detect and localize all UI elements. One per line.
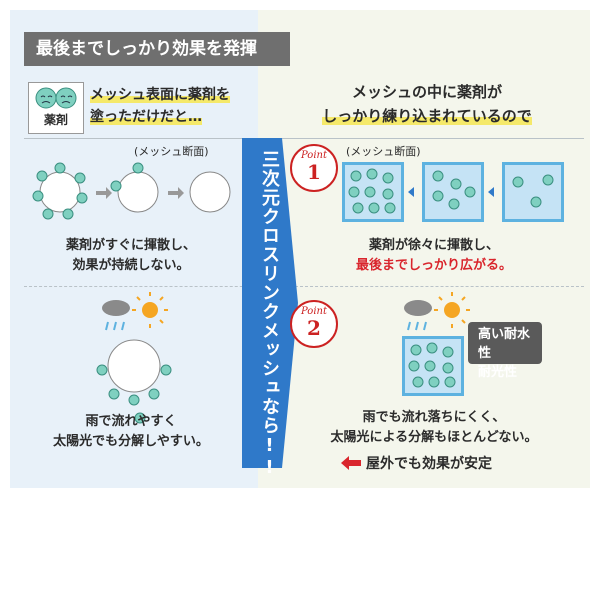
mesh-protected-dots bbox=[402, 336, 464, 396]
right-bottom-caption: 雨でも流れ落ちにくく、 太陽光による分解もほとんどない。 bbox=[292, 408, 576, 448]
right-top-line1: 薬剤が徐々に揮散し、 bbox=[292, 236, 576, 256]
resistance-line1: 高い耐水性 bbox=[478, 325, 542, 363]
left-bottom-line1: 雨で流れやすく bbox=[24, 412, 238, 432]
right-header-line1: メッシュの中に薬剤が bbox=[292, 80, 562, 104]
header-divider bbox=[24, 138, 584, 139]
left-header-line1: メッシュ表面に薬剤を bbox=[90, 84, 230, 106]
resistance-line2: 耐光性 bbox=[478, 363, 542, 382]
left-top-line2: 効果が持続しない。 bbox=[24, 256, 238, 276]
point-1-number: 1 bbox=[292, 160, 336, 184]
left-top-caption: 薬剤がすぐに揮散し、 効果が持続しない。 bbox=[24, 236, 238, 276]
right-top-line2: 最後までしっかり広がる。 bbox=[292, 256, 576, 276]
legend-box: 薬剤 bbox=[28, 82, 84, 134]
right-top-caption: 薬剤が徐々に揮散し、 最後までしっかり広がる。 bbox=[292, 236, 576, 276]
point-2-number: 2 bbox=[292, 316, 336, 340]
mesh-dots bbox=[342, 162, 582, 222]
right-mesh-label: (メッシュ断面) bbox=[346, 143, 421, 159]
evaporation-diagram bbox=[24, 156, 264, 226]
infographic-panel: 最後までしっかり効果を発揮 薬剤 メッシュ表面に薬剤を 塗っただけだと… メッシ… bbox=[10, 10, 590, 488]
point-2-badge: Point 2 bbox=[290, 300, 338, 348]
left-bottom-caption: 雨で流れやすく 太陽光でも分解しやすい。 bbox=[24, 412, 238, 452]
left-bottom-line2: 太陽光でも分解しやすい。 bbox=[24, 432, 238, 452]
right-header-line2: しっかり練り込まれているので bbox=[292, 104, 562, 128]
left-header: メッシュ表面に薬剤を 塗っただけだと… bbox=[90, 84, 230, 128]
right-header: メッシュの中に薬剤が しっかり練り込まれているので bbox=[292, 80, 562, 128]
left-header-line2: 塗っただけだと… bbox=[90, 106, 230, 128]
pointing-hand-icon bbox=[340, 454, 362, 472]
headline: 最後までしっかり効果を発揮 bbox=[24, 32, 290, 66]
left-top-line1: 薬剤がすぐに揮散し、 bbox=[24, 236, 238, 256]
legend-label: 薬剤 bbox=[29, 111, 83, 128]
right-bottom-line1: 雨でも流れ落ちにくく、 bbox=[292, 408, 576, 428]
section-divider bbox=[24, 286, 584, 287]
right-bottom-line2: 太陽光による分解もほとんどない。 bbox=[292, 428, 576, 448]
sad-chemical-icon bbox=[29, 83, 83, 113]
point-1-badge: Point 1 bbox=[290, 144, 338, 192]
resistance-callout: 高い耐水性 耐光性 bbox=[468, 322, 542, 364]
stable-tagline: 屋外でも効果が安定 bbox=[366, 453, 492, 473]
